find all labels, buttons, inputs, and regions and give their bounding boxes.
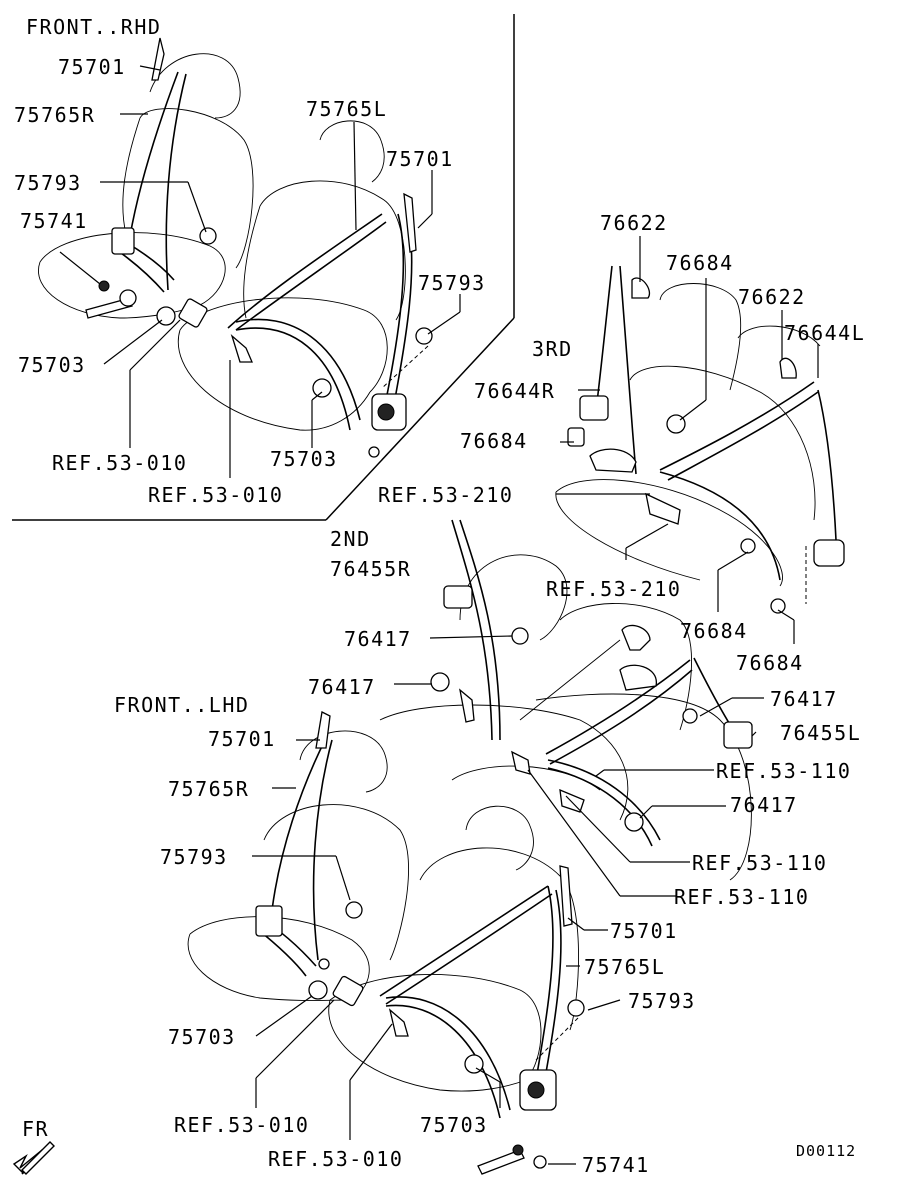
callout-rhd-ref-b: REF.53-010 — [148, 483, 283, 507]
callout-lhd-ref-a: REF.53-010 — [174, 1113, 309, 1137]
callout-2nd-ref-b: REF.53-110 — [692, 851, 827, 875]
callout-rhd-75793-b: 75793 — [418, 271, 486, 295]
callout-lhd-75765l: 75765L — [584, 955, 665, 979]
callout-3rd-76684-a: 76684 — [666, 251, 734, 275]
callout-lhd-75741: 75741 — [582, 1153, 650, 1177]
callout-rhd-75703-b: 75703 — [270, 447, 338, 471]
third-row-seat-outline — [555, 283, 821, 587]
callout-3rd-ref-a: REF.53-210 — [378, 483, 513, 507]
callout-lhd-75703-a: 75703 — [168, 1025, 236, 1049]
callout-2nd-76417-a: 76417 — [344, 627, 412, 651]
callout-2nd-76417-c: 76417 — [770, 687, 838, 711]
callout-lhd-75793-b: 75793 — [628, 989, 696, 1013]
lhd-left-seat-belt — [255, 711, 364, 1007]
callout-rhd-ref-a: REF.53-010 — [52, 451, 187, 475]
callout-rhd-75765r: 75765R — [14, 103, 95, 127]
callout-3rd-76622-b: 76622 — [738, 285, 806, 309]
callout-lhd-75701-b: 75701 — [610, 919, 678, 943]
callout-rhd-75741: 75741 — [20, 209, 88, 233]
callout-rhd-75701: 75701 — [58, 55, 126, 79]
callout-lhd-75793: 75793 — [160, 845, 228, 869]
callout-lhd-75701: 75701 — [208, 727, 276, 751]
callout-3rd-76684-d: 76684 — [736, 651, 804, 675]
section-second-row: 2ND — [330, 527, 371, 551]
callout-3rd-76622-a: 76622 — [600, 211, 668, 235]
rhd-left-seat-outline — [177, 120, 406, 431]
callout-2nd-ref-a: REF.53-110 — [716, 759, 851, 783]
front-direction-arrow-icon — [12, 1141, 55, 1175]
callout-lhd-ref-b: REF.53-010 — [268, 1147, 403, 1171]
callout-2nd-ref-c: REF.53-110 — [674, 885, 809, 909]
rhd-right-seat-belt — [85, 37, 217, 328]
callout-rhd-75703-a: 75703 — [18, 353, 86, 377]
callout-lhd-75765r: 75765R — [168, 777, 249, 801]
callout-rhd-75701-b: 75701 — [386, 147, 454, 171]
callout-3rd-76644r: 76644R — [474, 379, 555, 403]
lhd-right-seat-belt — [379, 865, 585, 1175]
callout-2nd-76417-b: 76417 — [308, 675, 376, 699]
section-front-rhd: FRONT..RHD — [26, 15, 161, 39]
callout-rhd-75765l: 75765L — [306, 97, 387, 121]
rhd-right-seat-outline — [38, 53, 254, 319]
callout-2nd-76455r: 76455R — [330, 557, 411, 581]
front-direction-label: FR — [22, 1117, 49, 1141]
diagram-code: D00112 — [796, 1142, 856, 1160]
lhd-right-seat-outline — [328, 805, 579, 1092]
callout-lhd-75703-b: 75703 — [420, 1113, 488, 1137]
leader-lines — [59, 65, 819, 1165]
rhd-inset-frame — [12, 14, 515, 521]
third-row-belts — [567, 265, 845, 614]
callout-3rd-76644l: 76644L — [784, 321, 865, 345]
callout-3rd-76684-b: 76684 — [460, 429, 528, 453]
rhd-left-seat-belt — [227, 192, 433, 458]
section-third-row: 3RD — [532, 337, 573, 361]
callout-2nd-76455l: 76455L — [780, 721, 861, 745]
callout-rhd-75793: 75793 — [14, 171, 82, 195]
second-row-belts — [430, 519, 753, 847]
callout-2nd-76417-d: 76417 — [730, 793, 798, 817]
callout-3rd-76684-c: 76684 — [680, 619, 748, 643]
section-front-lhd: FRONT..LHD — [114, 693, 249, 717]
callout-3rd-ref-b: REF.53-210 — [546, 577, 681, 601]
